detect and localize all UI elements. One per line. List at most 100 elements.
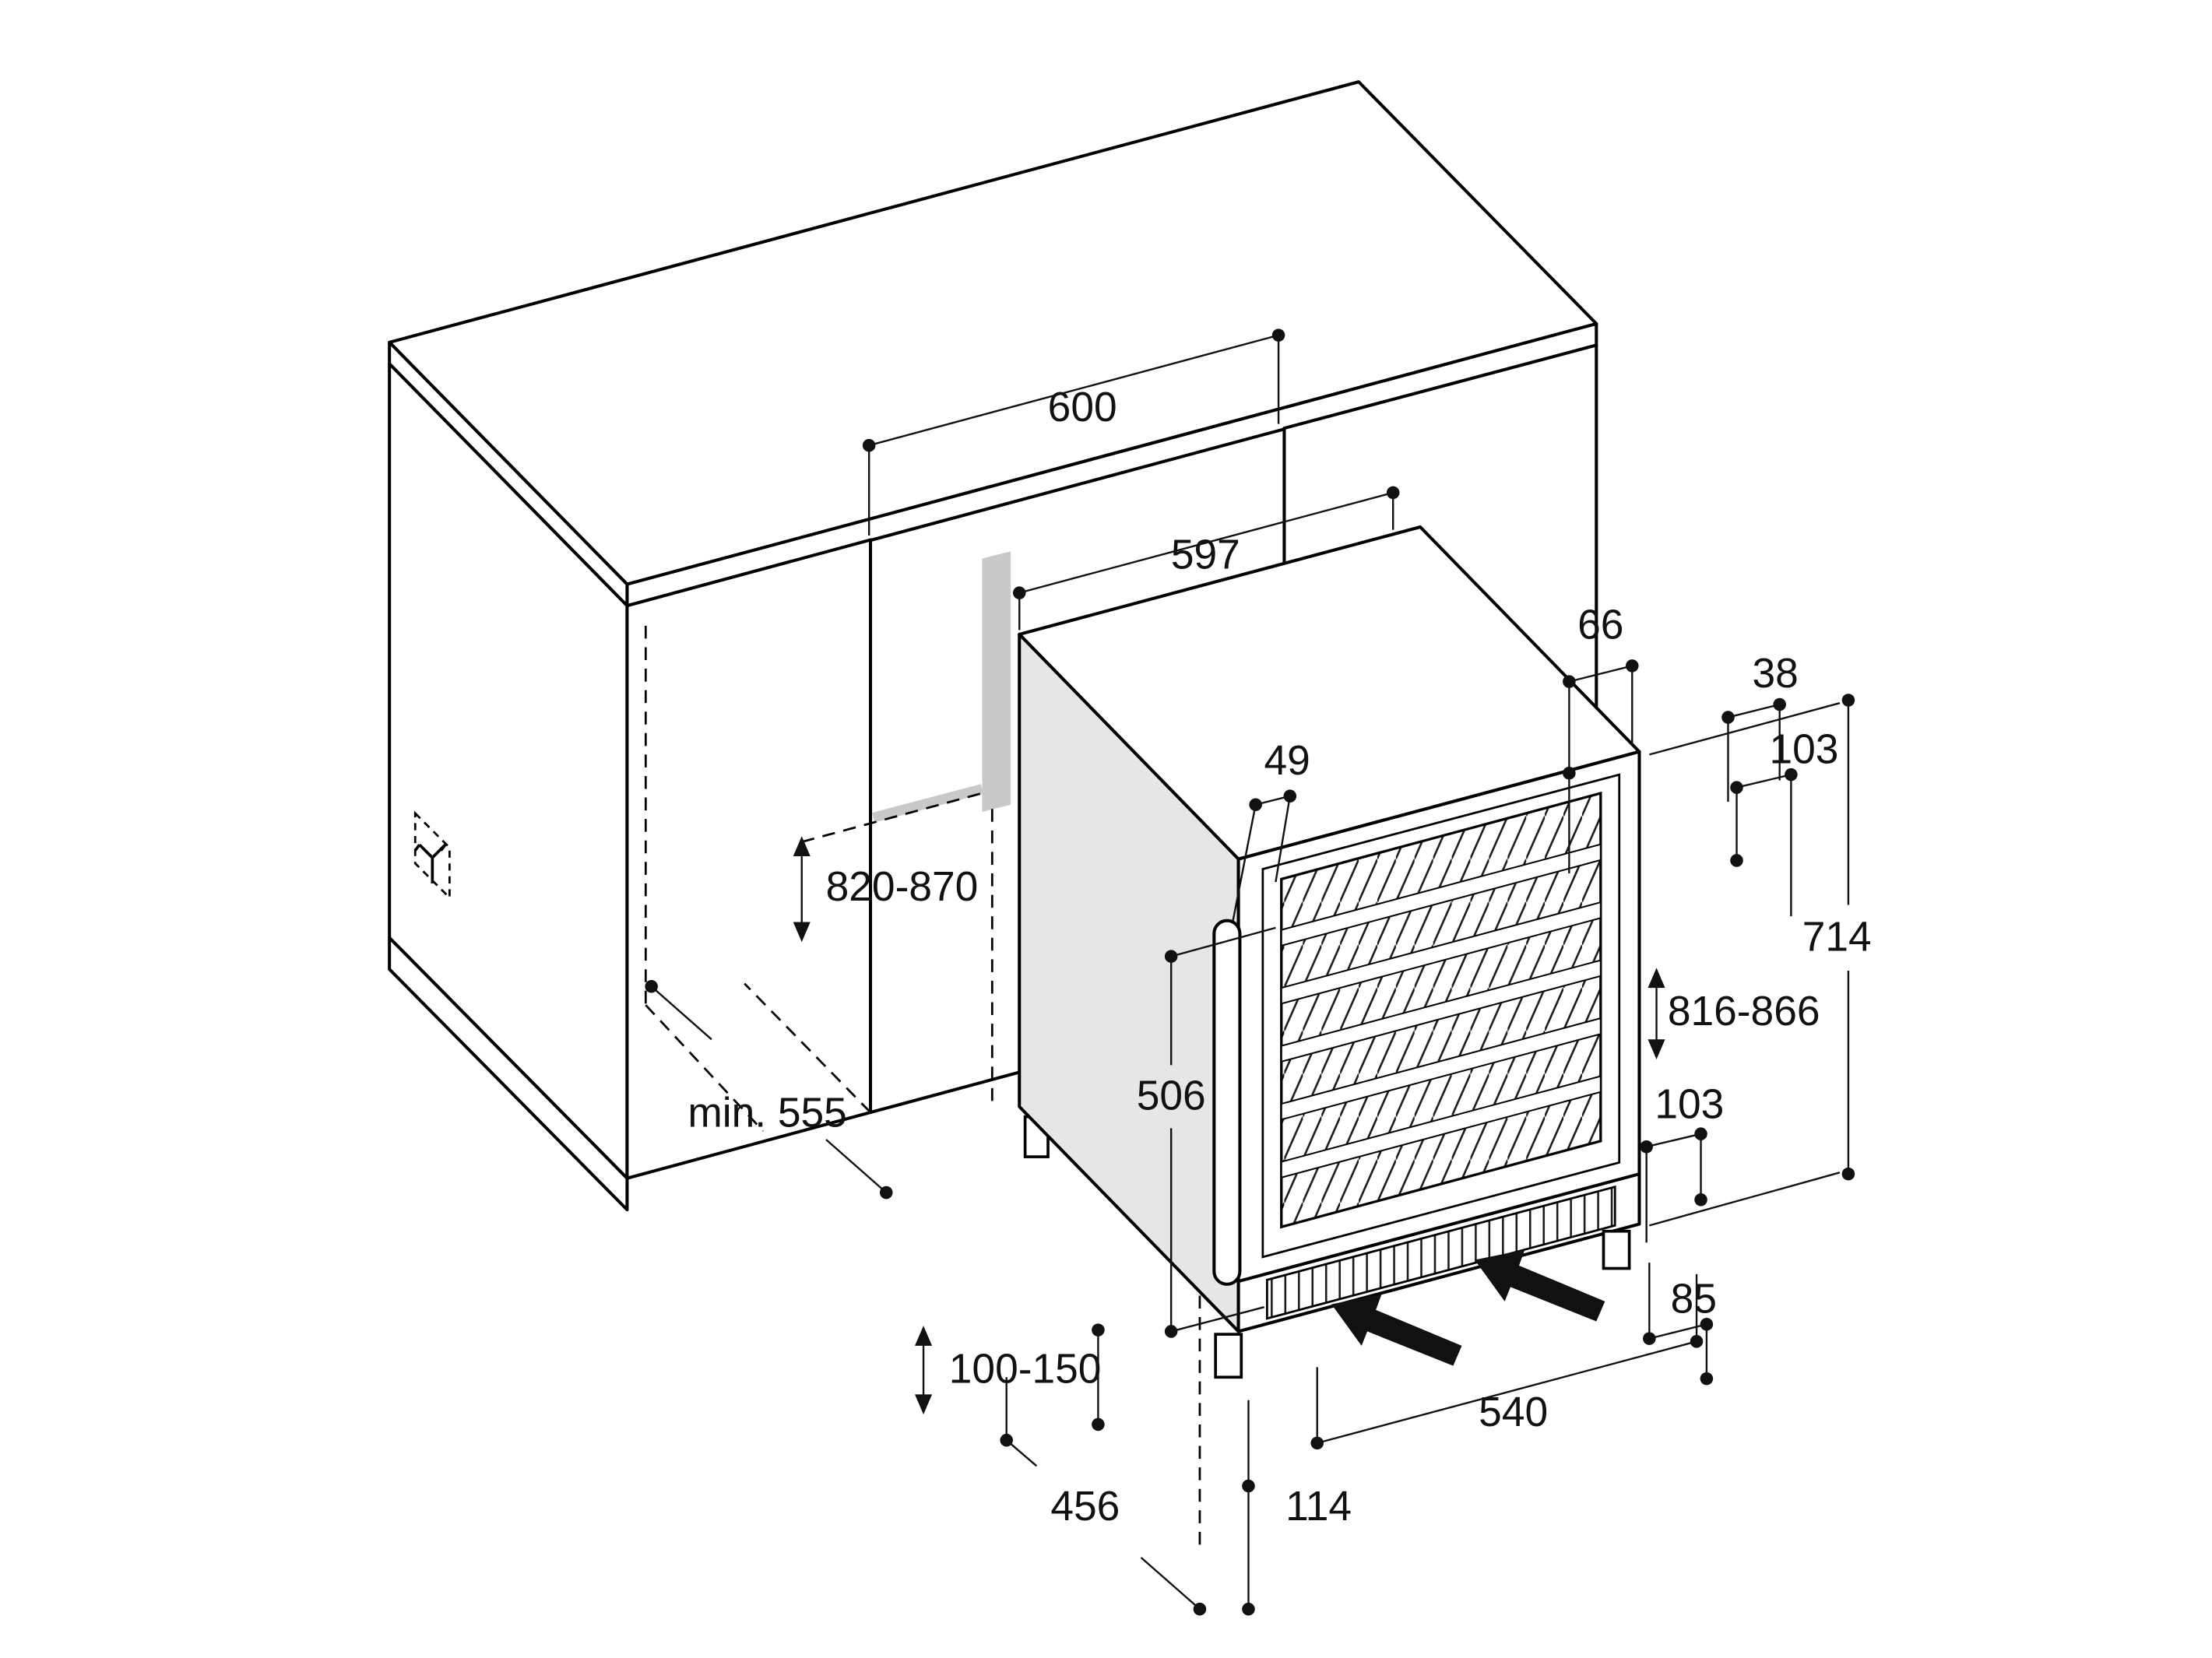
vent-grille — [1265, 1185, 1616, 1320]
dim-dot — [1000, 1433, 1013, 1447]
arrow-down-icon — [915, 1394, 933, 1415]
dim-line — [1140, 1557, 1201, 1611]
dim-line — [868, 334, 1279, 447]
shelf-divider — [1280, 1075, 1602, 1179]
dim-label-top-gap: 66 — [1577, 602, 1623, 648]
counter-front-left-section — [625, 538, 873, 1180]
dim-label-appliance-width: 597 — [1171, 532, 1240, 578]
dim-dot — [1271, 328, 1285, 342]
dim-dot — [1640, 1140, 1653, 1154]
dim-dot — [1773, 697, 1786, 711]
extension-line — [1170, 926, 1276, 957]
dim-offset-103-top: 103 — [1730, 726, 1838, 917]
dim-label-handle-clearance: 49 — [1264, 738, 1310, 784]
dim-dot — [1694, 1193, 1707, 1207]
dim-line — [650, 985, 712, 1041]
dim-top-gap: 66 — [1563, 602, 1639, 874]
airflow-arrows — [1331, 1249, 1605, 1366]
dim-bottom-gap: 85 — [1643, 1263, 1717, 1386]
dim-dot — [1164, 950, 1178, 963]
dim-dot — [1563, 767, 1576, 780]
dim-line — [825, 1139, 888, 1193]
dim-appliance-height: 816-866 — [1648, 968, 1820, 1060]
dim-appliance-width: 597 — [1012, 486, 1400, 631]
dim-label-bottom-gap: 85 — [1671, 1277, 1717, 1323]
dim-line — [1317, 1340, 1697, 1445]
extension-line — [1275, 796, 1291, 883]
dim-line — [1736, 773, 1792, 789]
dim-dot — [1249, 798, 1262, 812]
wine-shelf-dividers — [1280, 843, 1602, 1179]
hidden-edge — [801, 792, 983, 843]
dim-dot — [1625, 659, 1639, 673]
niche-inner-floor-shadow — [872, 784, 984, 823]
dim-dot — [1700, 1372, 1714, 1386]
dim-dot — [1164, 1325, 1178, 1338]
dim-label-base-vent-width: 540 — [1479, 1389, 1548, 1435]
dim-dot — [1690, 1335, 1704, 1348]
dim-label-offset-103-bottom: 103 — [1655, 1081, 1724, 1127]
dim-side-height: 714 — [1649, 694, 1872, 1227]
dim-label-offset-38: 38 — [1752, 651, 1798, 697]
dim-label-offset-103-top: 103 — [1769, 726, 1838, 772]
shelf-divider — [1280, 843, 1602, 947]
extension-line — [1649, 1171, 1841, 1227]
dim-dot — [1694, 1127, 1707, 1140]
airflow-arrow-icon — [1331, 1294, 1462, 1366]
arrow-up-icon — [793, 836, 811, 856]
dimensions: 600 597 66 38 — [645, 328, 1872, 1616]
outlet-box — [413, 810, 451, 901]
wine-cooler — [1018, 525, 1641, 1379]
dim-dot — [1841, 1167, 1855, 1181]
arrow-down-icon — [793, 922, 811, 943]
appliance-foot — [1602, 1229, 1631, 1270]
dim-base-offset: 114 — [1242, 1400, 1352, 1616]
dim-dot — [1012, 586, 1026, 599]
dim-plinth-height: 100-150 — [915, 1323, 1105, 1431]
dim-base-depth: 456 — [1000, 1377, 1207, 1616]
counter-plinth-strip — [388, 936, 629, 1212]
dim-dot — [1785, 768, 1798, 782]
extension-line — [1232, 804, 1257, 922]
dim-line — [1569, 665, 1633, 683]
door-handle — [1212, 919, 1242, 1286]
dim-dot — [1242, 1479, 1255, 1493]
dim-niche-depth: min. 555 — [645, 979, 893, 1200]
shelf-divider — [1280, 959, 1602, 1063]
dim-dot — [1386, 486, 1400, 500]
shelf-divider — [1280, 1017, 1602, 1121]
extension-line — [1649, 702, 1841, 756]
dim-label-plinth-height: 100-150 — [949, 1347, 1102, 1393]
dim-dot — [1193, 1602, 1207, 1616]
niche-inner-wall-shadow — [982, 551, 1011, 812]
dim-label-niche-depth: min. 555 — [688, 1090, 846, 1136]
arrow-down-icon — [1648, 1039, 1665, 1060]
dim-dot — [1730, 781, 1743, 794]
dim-offset-103-bottom: 103 — [1640, 1081, 1724, 1243]
arrow-up-icon — [915, 1326, 933, 1346]
dim-door-height: 506 — [1137, 926, 1276, 1338]
airflow-arrow-icon — [1475, 1249, 1605, 1322]
appliance-foot — [1214, 1333, 1243, 1379]
dim-dot — [1092, 1323, 1105, 1337]
dim-label-niche-width: 600 — [1048, 385, 1117, 430]
dim-dot — [1730, 854, 1743, 867]
extension-line — [1170, 1306, 1264, 1333]
dim-base-vent-width: 540 — [1310, 1273, 1704, 1450]
hidden-edge — [744, 982, 871, 1114]
dim-dot — [1283, 789, 1297, 803]
dim-label-base-offset: 114 — [1285, 1484, 1352, 1530]
dim-offset-38: 38 — [1721, 651, 1799, 803]
dim-dot — [879, 1186, 893, 1200]
dim-dot — [1242, 1602, 1255, 1616]
dim-dot — [1092, 1417, 1105, 1431]
dim-label-base-depth: 456 — [1050, 1484, 1120, 1530]
hidden-edge — [645, 1004, 765, 1132]
dim-dot — [1721, 711, 1735, 724]
dim-line — [1728, 703, 1780, 718]
door-bottom-edge — [1238, 1172, 1640, 1284]
outlet-plug-icon — [413, 843, 447, 883]
dim-line — [1646, 1133, 1701, 1148]
